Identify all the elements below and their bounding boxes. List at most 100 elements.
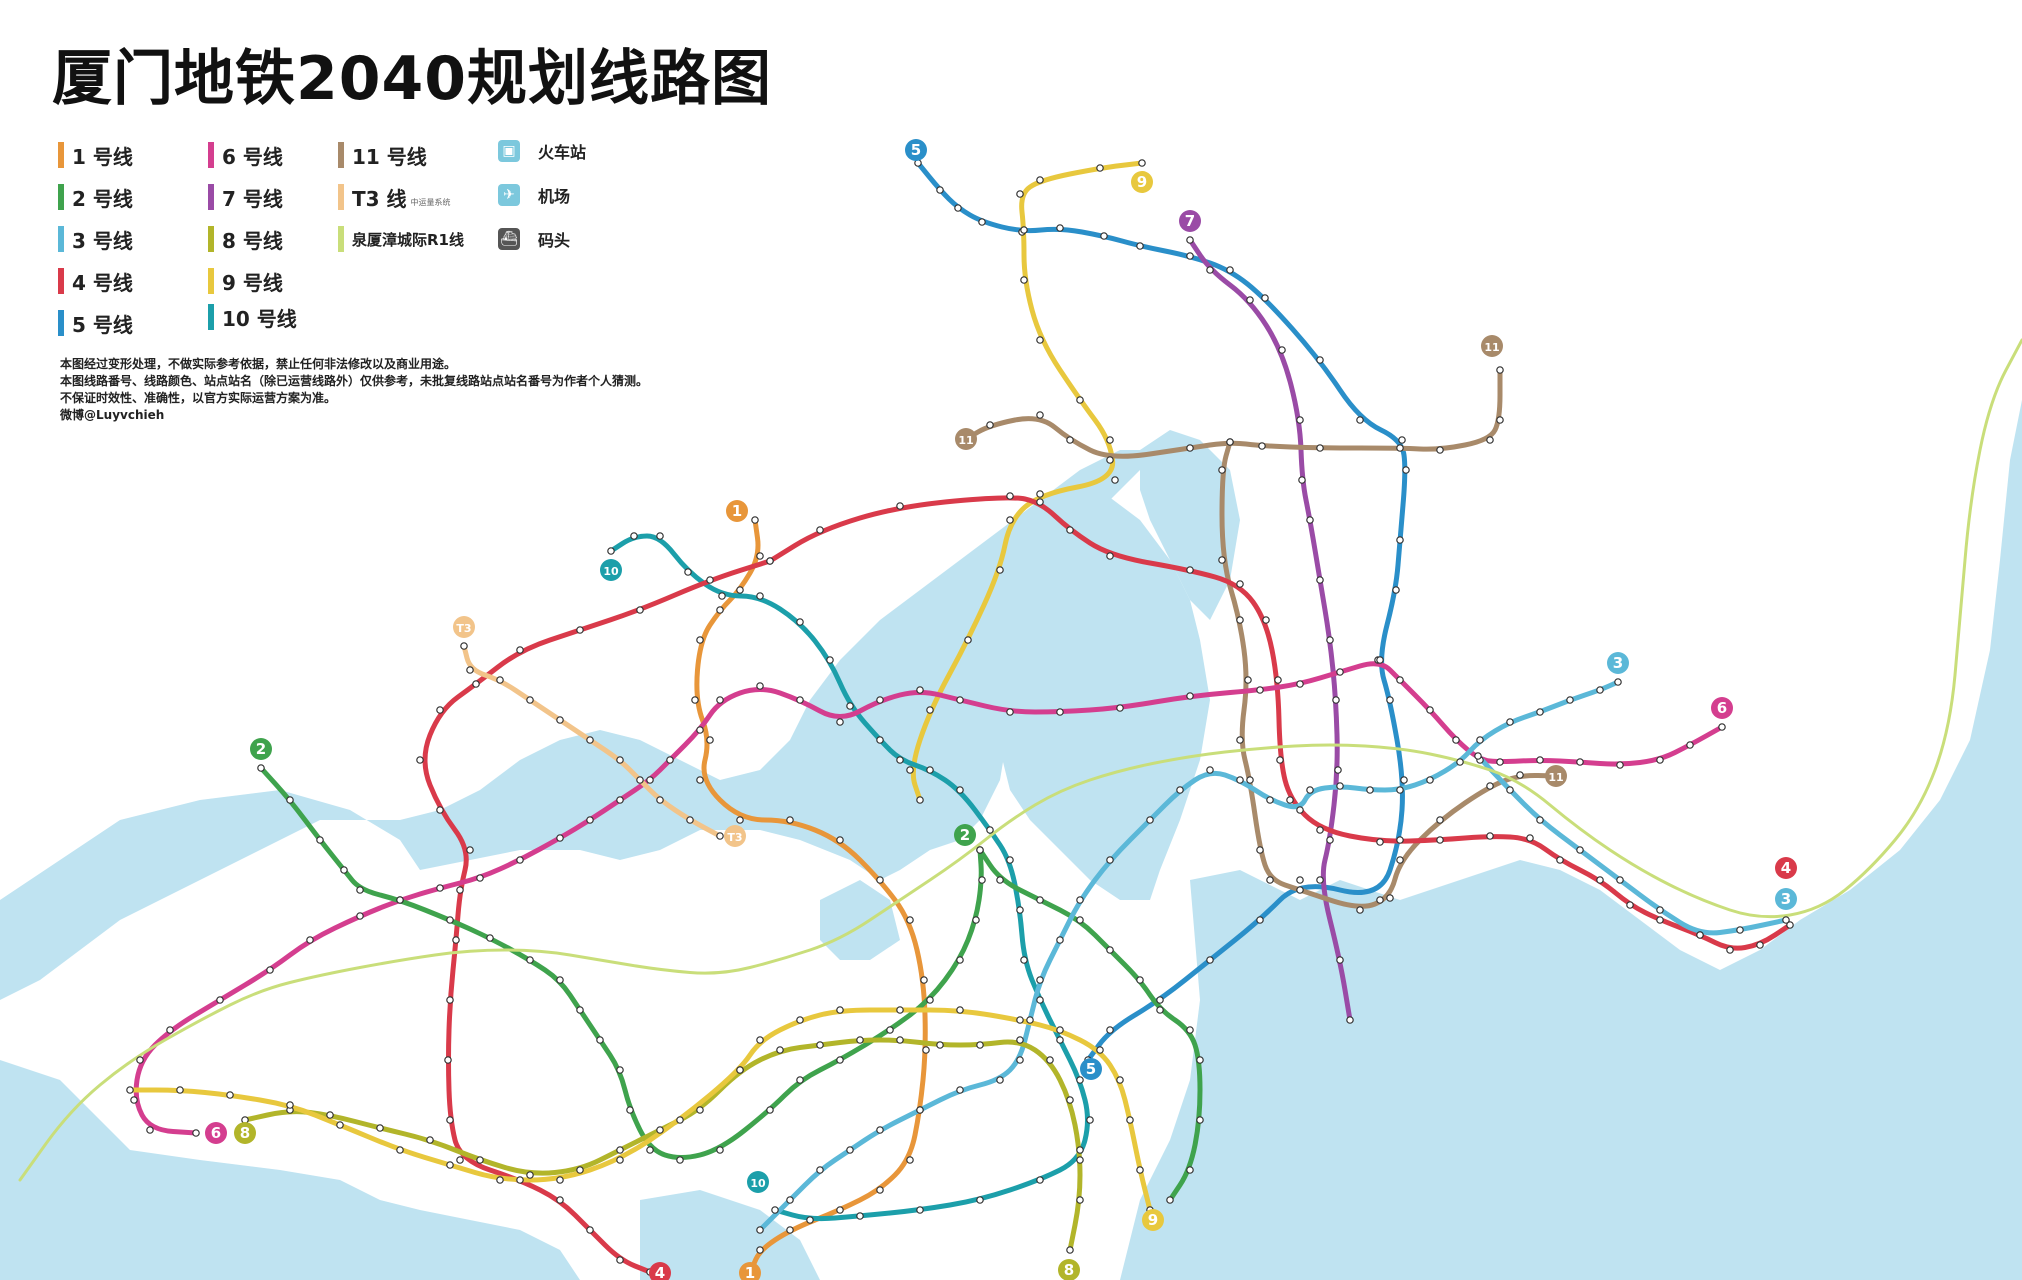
legend-color-swatch [338,142,344,168]
station-dot [1506,786,1514,794]
station-dot [1396,536,1404,544]
legend-color-swatch [58,310,64,336]
station-dot [1376,838,1384,846]
line-badge-number: 8 [240,1124,250,1142]
station-dot [1056,224,1064,232]
station-dot [1006,708,1014,716]
station-dot [1106,1026,1114,1034]
line-badge-4: 4 [1775,857,1797,879]
line-badge-circle [1775,857,1797,879]
station-dot [786,1196,794,1204]
line-badge-circle [1142,1209,1164,1231]
station-dot [1396,836,1404,844]
station-dot [816,1041,824,1049]
station-dot [1274,676,1282,684]
station-dot [736,1066,744,1074]
station-dot [616,1066,624,1074]
station-dot [1066,1246,1074,1254]
station-dot [716,1146,724,1154]
station-dot [1256,916,1264,924]
station-dot [1402,466,1410,474]
line-badge-6: 6 [205,1122,227,1144]
station-dot [1186,566,1194,574]
station-dot [1496,366,1504,374]
line-badge-circle [724,825,746,847]
station-dot [356,886,364,894]
station-dot [616,796,624,804]
legend-line-r1: 泉厦漳城际R1线 [338,224,464,254]
route-line-10 [608,533,1090,1222]
line-badge-circle [649,1262,671,1280]
station-dot [1596,686,1604,694]
station-dot [1316,826,1324,834]
station-dot [896,502,904,510]
station-dot [976,1196,984,1204]
station-dot [1376,896,1384,904]
station-dot [1036,411,1044,419]
station-dot [472,680,480,688]
station-dot [1226,438,1234,446]
station-dot [1336,782,1344,790]
station-dot [716,832,724,840]
station-dot [326,1111,334,1119]
line-badge-circle [1131,171,1153,193]
station-dot [996,566,1004,574]
legend-color-swatch [338,184,344,210]
ferry-icon: ⛴ [498,228,520,250]
legend-line-label: T3 线 [352,186,407,211]
station-dot [756,1246,764,1254]
station-dot [1046,1056,1054,1064]
station-dot [216,996,224,1004]
station-dot [1066,1096,1074,1104]
station-dot [1076,1146,1084,1154]
station-dot [1536,708,1544,716]
station-dot [826,656,834,664]
legend-line-2: 2 号线 [58,182,133,212]
station-dot [696,776,704,784]
station-dot [1186,444,1194,452]
station-dot [456,1156,464,1164]
station-dot [166,1026,174,1034]
station-dot [936,186,944,194]
station-dot [1756,941,1764,949]
route-line-11 [1219,439,1559,909]
station-dot [1020,956,1028,964]
station-dot [1306,786,1314,794]
station-dot [446,1161,454,1169]
station-dot [796,1016,804,1024]
station-dot [1276,756,1284,764]
station-dot [886,1026,894,1034]
station-dot [906,916,914,924]
route-line-3 [757,679,1621,1233]
line-badge-11: 11 [955,428,977,450]
legend-color-swatch [208,304,214,330]
station-dot [796,1076,804,1084]
station-dot [986,826,994,834]
legend-line-label: 5 号线 [72,312,133,337]
station-dot [526,956,534,964]
station-dot [1096,1046,1104,1054]
station-dot [176,1086,184,1094]
tongan-bay-water [1140,430,1240,620]
line-badge-circle [453,616,475,638]
legend-line-3: 3 号线 [58,224,133,254]
legend-line-9: 9 号线 [208,266,283,296]
station-dot [636,776,644,784]
station-dot [756,682,764,690]
station-dot [1186,1026,1194,1034]
station-dot [626,1106,634,1114]
station-dot [922,1046,930,1054]
legend-line-label: 11 号线 [352,144,427,169]
legend-line-label: 4 号线 [72,270,133,295]
station-dot [576,1006,584,1014]
line-badge-circle [1607,652,1629,674]
station-dot [706,576,714,584]
legend-color-swatch [208,142,214,168]
line-badge-number: 2 [960,826,970,844]
channel-water [820,880,900,960]
station-dot [916,686,924,694]
line-badge-number: 1 [732,502,742,520]
legend-symbol-train: ▣火车站 [498,136,586,166]
station-dot [1096,164,1104,172]
